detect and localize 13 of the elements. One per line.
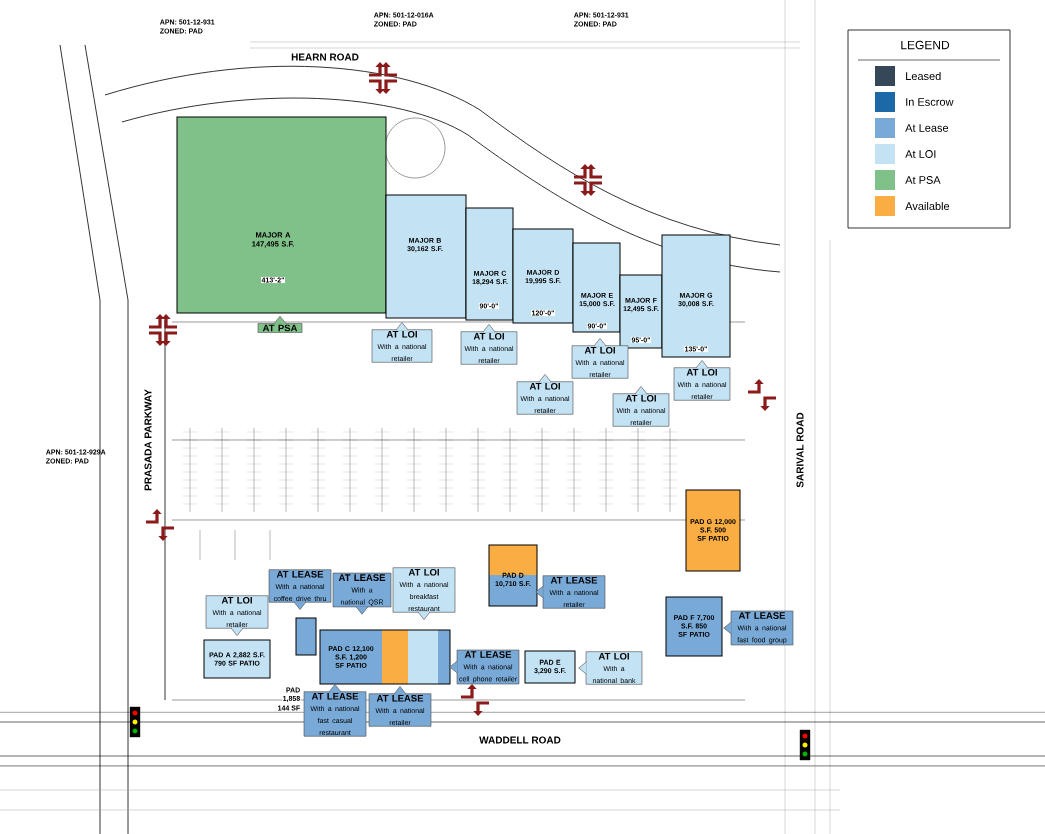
pad-building: [295, 617, 317, 656]
legend-label: At Lease: [905, 124, 949, 132]
legend-title: LEGEND: [901, 40, 950, 50]
road-name: HEARN ROAD: [290, 52, 360, 62]
road-name: SARIVAL ROAD: [795, 411, 805, 489]
road-name: WADDELL ROAD: [478, 735, 562, 745]
callout-tag: AT PSA: [257, 315, 303, 333]
legend-label: In Escrow: [906, 98, 954, 106]
legend-label: Available: [905, 201, 950, 211]
legend-label: Leased: [906, 71, 941, 81]
legend-label: At PSA: [905, 176, 941, 184]
road-name: PRASADA PARKWAY: [143, 388, 153, 492]
legend-label: At LOI: [905, 150, 936, 158]
